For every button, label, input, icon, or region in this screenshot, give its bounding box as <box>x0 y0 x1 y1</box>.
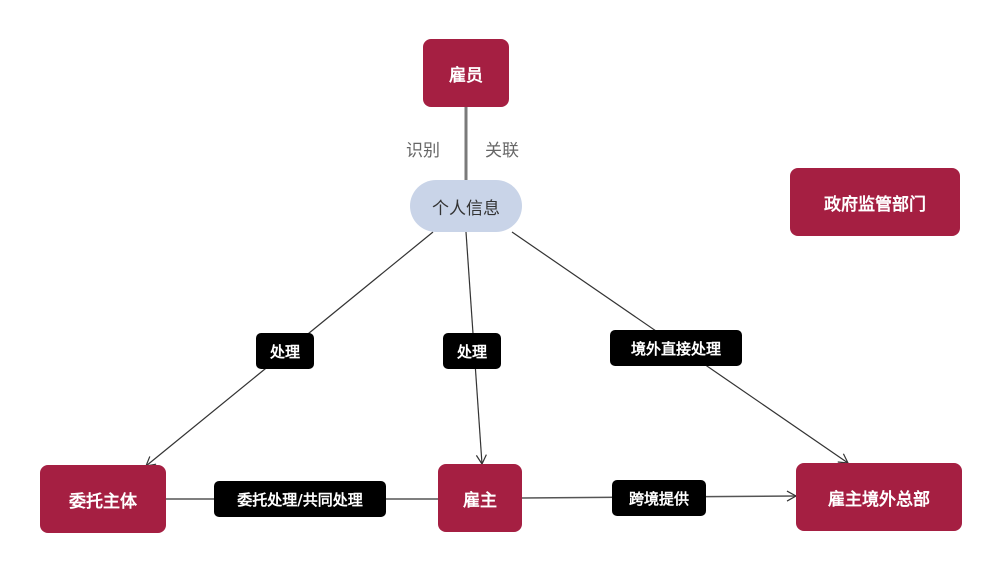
government-node: 政府监管部门 <box>790 168 960 236</box>
employee-node: 雇员 <box>423 39 509 107</box>
process-label-center: 处理 <box>443 333 501 369</box>
identify-label: 识别 <box>406 141 440 161</box>
process-label-left: 处理 <box>256 333 314 369</box>
overseas-direct-label: 境外直接处理 <box>610 330 742 366</box>
personal-info-node: 个人信息 <box>410 180 522 232</box>
cross-border-label: 跨境提供 <box>612 480 706 516</box>
overseas-hq-node: 雇主境外总部 <box>796 463 962 531</box>
entrust-joint-label: 委托处理/共同处理 <box>214 481 386 517</box>
associate-label: 关联 <box>485 141 519 161</box>
employer-node: 雇主 <box>438 464 522 532</box>
entrusted-node: 委托主体 <box>40 465 166 533</box>
